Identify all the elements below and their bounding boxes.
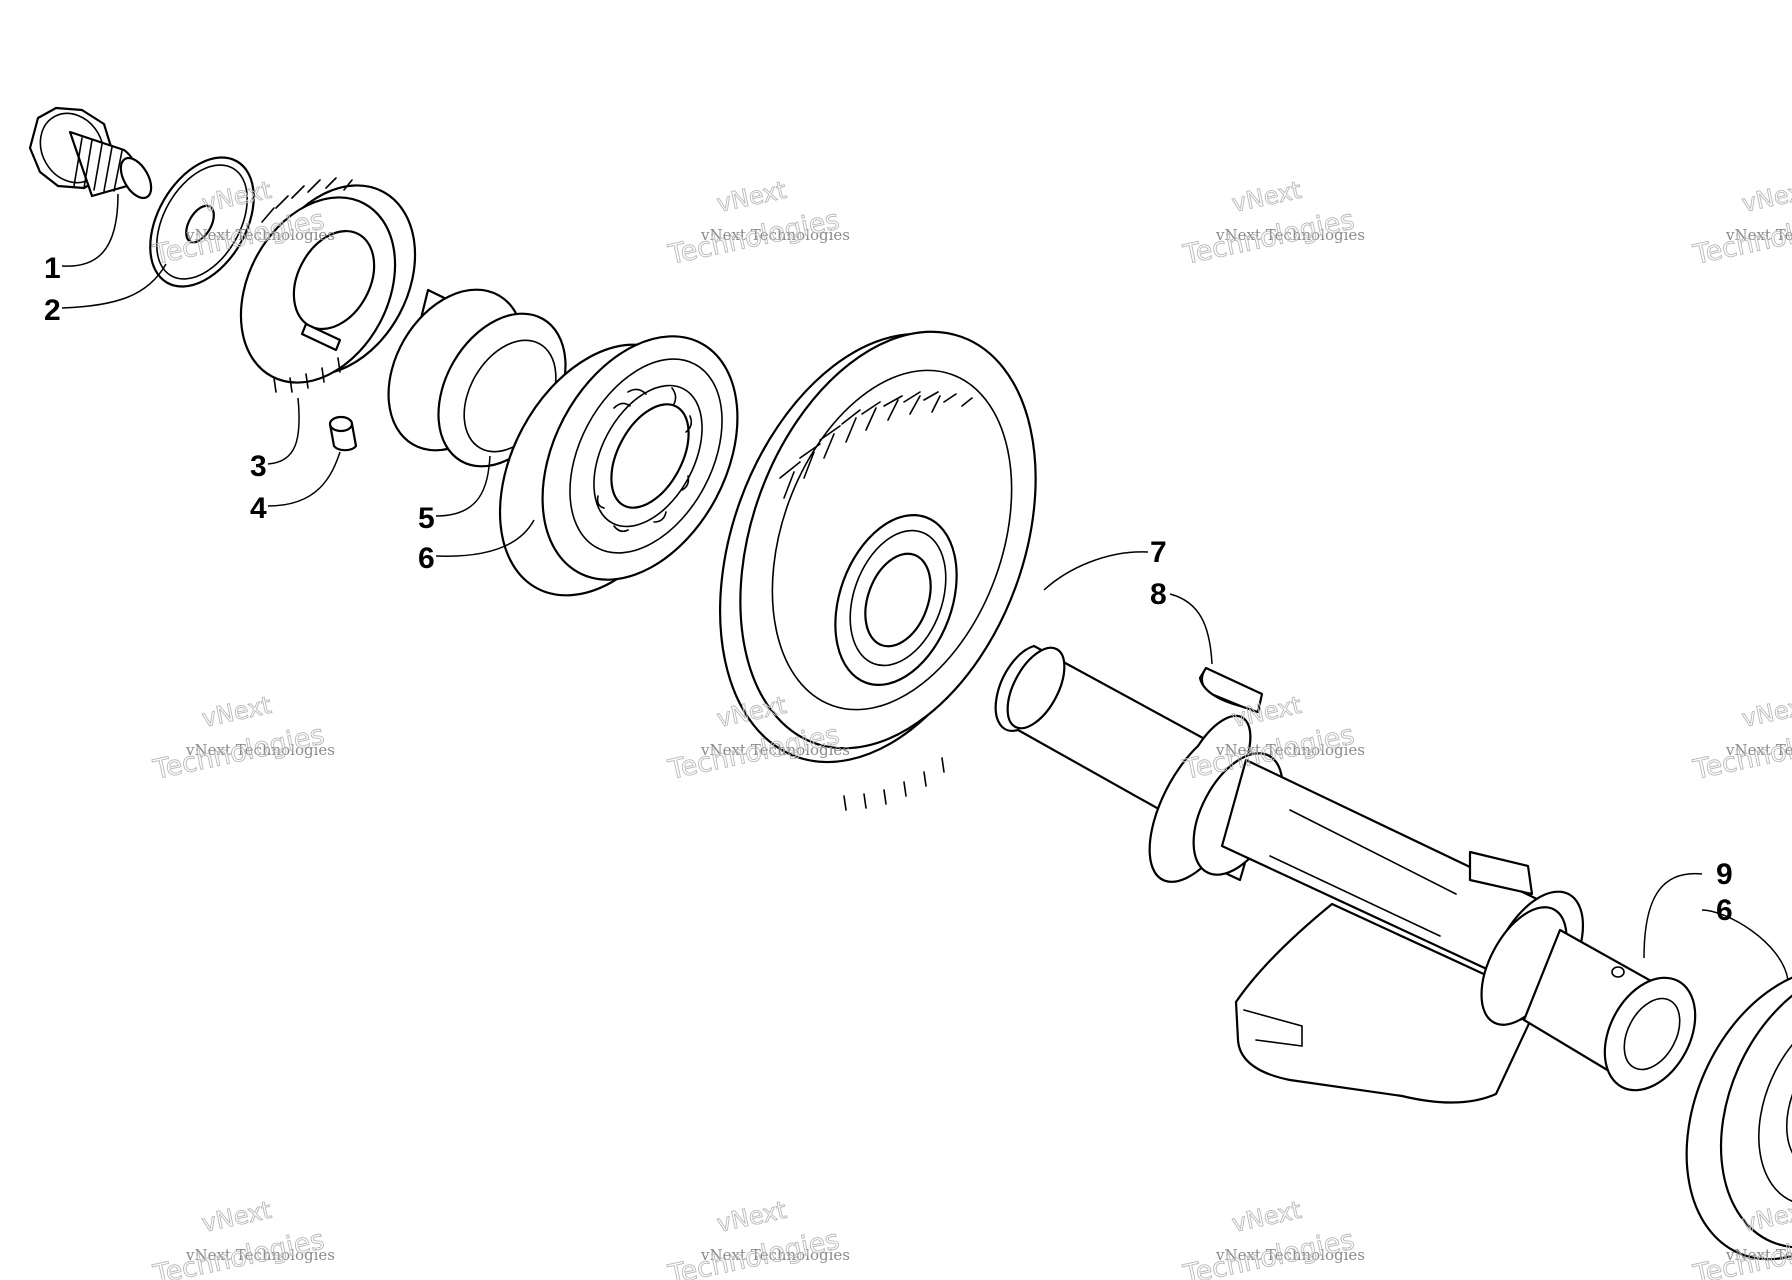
watermark-text: vNext Technologies	[700, 1246, 850, 1264]
leader-lines	[61, 193, 1789, 981]
part-7-driven-gear	[719, 330, 1037, 811]
callout-7: 7	[1150, 536, 1167, 569]
callout-6-shaft: 6	[1716, 894, 1733, 927]
watermark-text: vNext	[714, 1196, 788, 1238]
watermark-text: Technologies	[1690, 719, 1792, 786]
watermark-text: Technologies	[1180, 1224, 1357, 1280]
watermark-text: vNext Technologies	[700, 226, 850, 244]
watermark-text: vNext Technologies	[185, 1246, 335, 1264]
watermark-text: vNext Technologies	[1215, 226, 1365, 244]
watermark-text: Technologies	[1690, 204, 1792, 271]
part-6-ball-bearing	[498, 335, 739, 597]
watermark-text: vNext Technologies	[1725, 741, 1792, 759]
callout-8: 8	[1150, 578, 1167, 611]
part-2-washer	[149, 156, 255, 288]
watermark-text: vNext	[1229, 176, 1303, 218]
watermark-text: vNext	[199, 1196, 273, 1238]
part-4-dowel-pin	[328, 415, 358, 452]
callout-5: 5	[418, 502, 435, 535]
watermark-text: Technologies	[150, 719, 327, 786]
watermark-text: vNext Technologies	[1725, 226, 1792, 244]
watermark-text: Technologies	[665, 1224, 842, 1280]
callout-6: 6	[418, 542, 435, 575]
watermark-text: Technologies	[150, 1224, 327, 1280]
watermark-text: vNext Technologies	[700, 741, 850, 759]
watermark-text: Technologies	[665, 719, 842, 786]
callout-3: 3	[250, 450, 267, 483]
watermark-text: Technologies	[665, 204, 842, 271]
watermark-text: vNext	[1229, 1196, 1303, 1238]
part-3-drive-gear	[239, 177, 417, 393]
watermark-text: vNext Technologies	[185, 226, 335, 244]
watermark-text: vNext Technologies	[1215, 741, 1365, 759]
watermark-text: vNext	[1739, 691, 1792, 733]
callout-2: 2	[44, 294, 61, 327]
watermark-text: vNext	[1739, 176, 1792, 218]
part-9-kick-shaft	[994, 644, 1697, 1104]
watermark-text: vNext	[199, 691, 273, 733]
watermark-text: vNext Technologies	[1725, 1246, 1792, 1264]
watermark-text: vNext Technologies	[1215, 1246, 1365, 1264]
watermark-text: vNext	[714, 176, 788, 218]
watermark-text: vNext Technologies	[185, 741, 335, 759]
watermark-text: Technologies	[1180, 204, 1357, 271]
callout-9: 9	[1716, 858, 1733, 891]
part-8-woodruff-key	[1198, 666, 1264, 714]
callout-4: 4	[250, 492, 267, 525]
callout-labels: 1 2 3 4 5 6 6 7 8 9	[44, 252, 1733, 927]
callout-1: 1	[44, 252, 61, 285]
part-1-flange-bolt	[28, 106, 153, 200]
